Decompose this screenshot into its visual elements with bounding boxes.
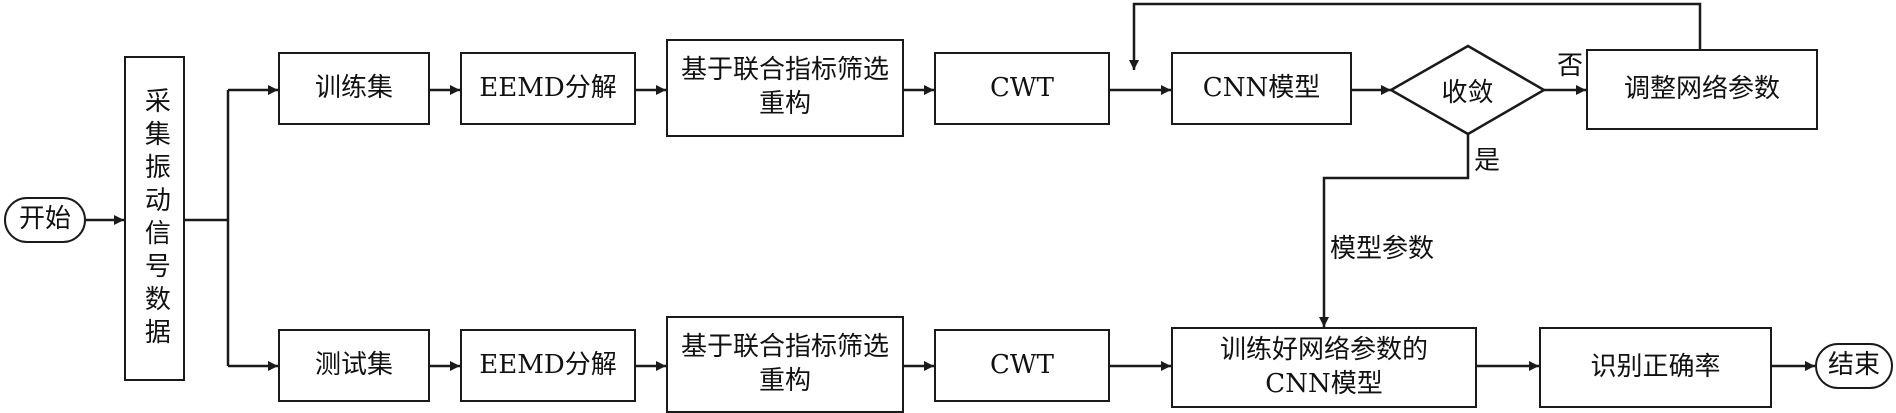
collect-label: 采集振动信号数据 — [140, 86, 171, 351]
trained-cnn-node: 训练好网络参数的CNN模型 — [1171, 327, 1477, 408]
start-node: 开始 — [4, 197, 86, 243]
cnn-model-node: CNN模型 — [1171, 52, 1352, 125]
accuracy-node: 识别正确率 — [1539, 327, 1772, 408]
test-rebuild-node: 基于联合指标筛选重构 — [666, 316, 904, 413]
end-node: 结束 — [1815, 343, 1893, 389]
trained-cnn-label: 训练好网络参数的CNN模型 — [1219, 334, 1428, 399]
yes-label: 是 — [1474, 146, 1501, 176]
start-label: 开始 — [18, 204, 71, 235]
model-params-label: 模型参数 — [1330, 234, 1435, 264]
train-cwt-label: CWT — [990, 72, 1054, 103]
no-label: 否 — [1557, 51, 1584, 81]
train-eemd-node: EEMD分解 — [460, 52, 636, 125]
adjust-node: 调整网络参数 — [1586, 49, 1818, 130]
adjust-label: 调整网络参数 — [1623, 73, 1780, 104]
test-set-node: 测试集 — [278, 329, 430, 402]
test-cwt-label: CWT — [990, 349, 1054, 380]
test-eemd-label: EEMD分解 — [479, 349, 617, 380]
edge-converge-yes — [1319, 134, 1470, 327]
collect-node: 采集振动信号数据 — [124, 56, 185, 381]
end-label: 结束 — [1827, 350, 1880, 381]
train-set-label: 训练集 — [314, 72, 393, 103]
cnn-model-label: CNN模型 — [1202, 72, 1321, 103]
test-cwt-node: CWT — [934, 329, 1110, 402]
train-rebuild-label: 基于联合指标筛选重构 — [680, 55, 889, 119]
train-cwt-node: CWT — [934, 52, 1110, 125]
train-set-node: 训练集 — [278, 52, 430, 125]
test-eemd-node: EEMD分解 — [460, 329, 636, 402]
accuracy-label: 识别正确率 — [1590, 351, 1721, 382]
train-eemd-label: EEMD分解 — [479, 72, 617, 103]
train-rebuild-node: 基于联合指标筛选重构 — [666, 39, 904, 137]
edge-adjust-feedback — [1129, 2, 1702, 70]
test-rebuild-label: 基于联合指标筛选重构 — [680, 331, 889, 396]
converge-label: 收敛 — [1441, 77, 1494, 108]
test-set-label: 测试集 — [314, 349, 393, 380]
converge-diamond — [1388, 44, 1547, 136]
edge-collect-branch — [185, 90, 230, 366]
